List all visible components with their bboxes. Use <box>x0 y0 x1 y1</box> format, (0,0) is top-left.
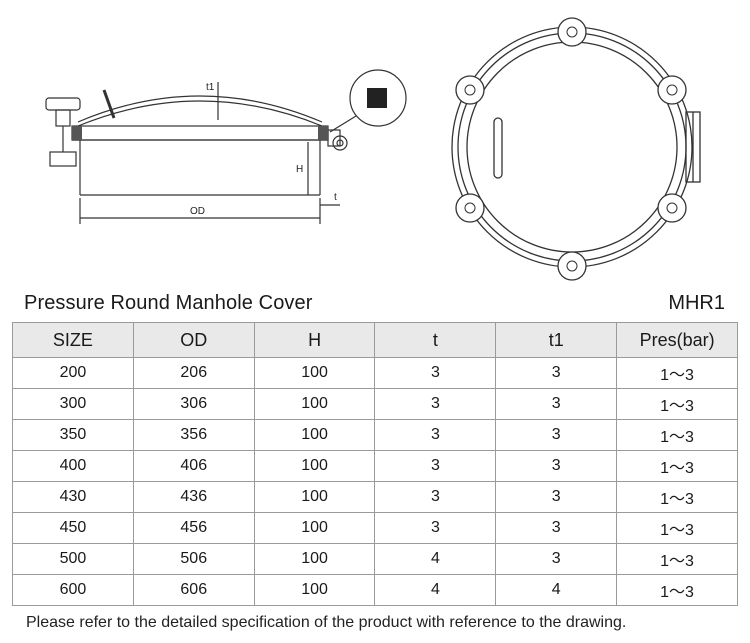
technical-drawings: OD H t t1 <box>0 0 750 290</box>
column-header: t <box>374 322 497 358</box>
table-cell: 600 <box>12 574 134 606</box>
table-cell: 1～3 <box>616 450 738 482</box>
table-cell: 100 <box>253 357 376 389</box>
table-cell: 100 <box>253 512 376 544</box>
table-cell: 3 <box>495 357 618 389</box>
column-header: SIZE <box>12 322 134 358</box>
t1-dimension-label: t1 <box>206 82 215 93</box>
side-view-drawing: OD H t t1 <box>45 69 407 224</box>
table-cell: 1～3 <box>616 357 738 389</box>
table-cell: 1～3 <box>616 419 738 451</box>
table-cell: 436 <box>132 481 255 513</box>
table-cell: 3 <box>495 419 618 451</box>
table-cell: 200 <box>12 357 134 389</box>
table-cell: 100 <box>253 574 376 606</box>
table-cell: 100 <box>253 543 376 575</box>
table-cell: 456 <box>132 512 255 544</box>
table-cell: 430 <box>12 481 134 513</box>
column-header: OD <box>132 322 255 358</box>
table-cell: 3 <box>374 388 497 420</box>
table-cell: 1～3 <box>616 574 738 606</box>
table-cell: 1～3 <box>616 512 738 544</box>
table-cell: 1～3 <box>616 481 738 513</box>
table-cell: 4 <box>374 543 497 575</box>
od-dimension-label: OD <box>190 206 205 217</box>
table-cell: 500 <box>12 543 134 575</box>
t-dimension-label: t <box>334 192 337 203</box>
page-title: Pressure Round Manhole Cover <box>24 292 313 314</box>
column-header: Pres(bar) <box>616 322 738 358</box>
table-cell: 100 <box>253 481 376 513</box>
table-cell: 3 <box>374 512 497 544</box>
top-view-drawing <box>451 17 701 281</box>
footer-note: Please refer to the detailed specificati… <box>26 614 627 631</box>
table-cell: 3 <box>374 357 497 389</box>
table-cell: 3 <box>374 450 497 482</box>
table-cell: 100 <box>253 419 376 451</box>
table-cell: 406 <box>132 450 255 482</box>
table-cell: 506 <box>132 543 255 575</box>
table-cell: 306 <box>132 388 255 420</box>
table-cell: 350 <box>12 419 134 451</box>
table-cell: 100 <box>253 388 376 420</box>
table-cell: 3 <box>495 450 618 482</box>
table-cell: 3 <box>495 388 618 420</box>
table-cell: 3 <box>495 543 618 575</box>
table-cell: 1～3 <box>616 543 738 575</box>
table-cell: 400 <box>12 450 134 482</box>
table-cell: 206 <box>132 357 255 389</box>
table-cell: 450 <box>12 512 134 544</box>
table-cell: 4 <box>495 574 618 606</box>
table-cell: 1～3 <box>616 388 738 420</box>
table-cell: 356 <box>132 419 255 451</box>
title-row: Pressure Round Manhole Cover MHR1 <box>24 292 725 318</box>
table-cell: 3 <box>374 481 497 513</box>
table-cell: 3 <box>495 512 618 544</box>
model-code: MHR1 <box>668 292 725 314</box>
column-header: H <box>253 322 376 358</box>
column-header: t1 <box>495 322 618 358</box>
table-cell: 4 <box>374 574 497 606</box>
table-cell: 100 <box>253 450 376 482</box>
table-header-row: SIZE OD H t t1 Pres(bar) <box>12 322 738 358</box>
table-cell: 3 <box>495 481 618 513</box>
table-cell: 300 <box>12 388 134 420</box>
h-dimension-label: H <box>296 164 303 175</box>
table-cell: 606 <box>132 574 255 606</box>
table-cell: 3 <box>374 419 497 451</box>
